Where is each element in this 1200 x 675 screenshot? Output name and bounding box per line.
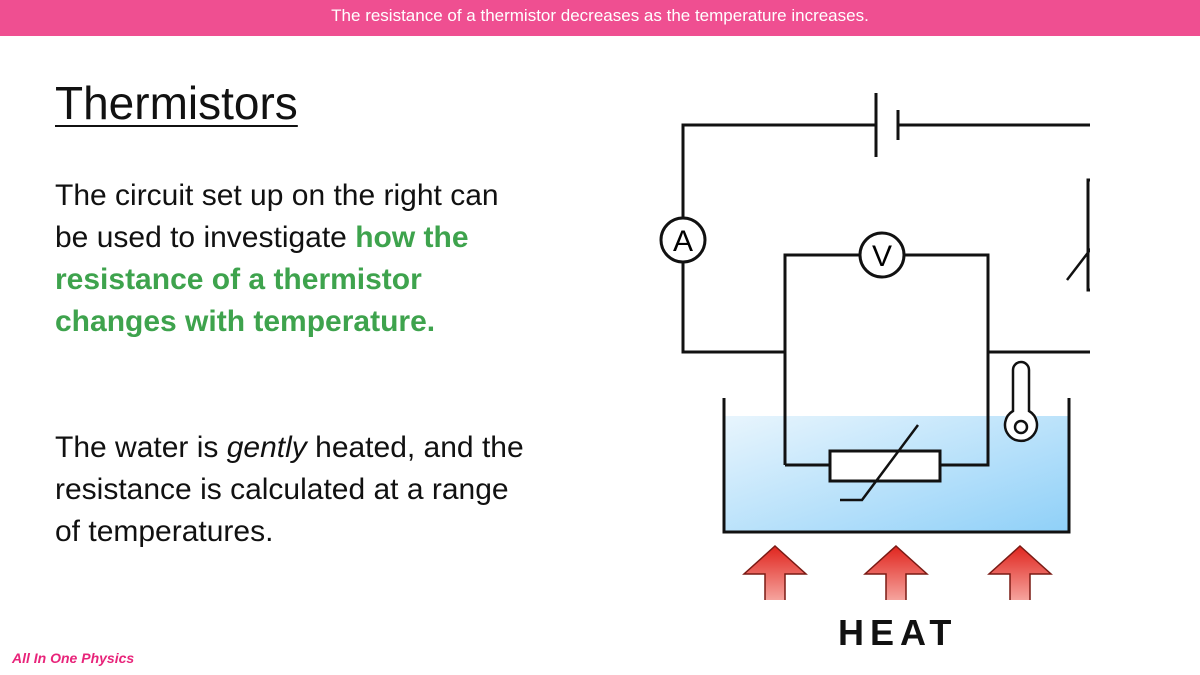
intro-paragraph: The circuit set up on the right can be u…: [55, 175, 525, 343]
heat-arrows: [742, 544, 1053, 600]
heat-arrow-icon: [987, 544, 1053, 600]
method-emphasis: gently: [226, 431, 307, 464]
thermistor-icon: [828, 424, 942, 502]
variable-resistor-icon: [1066, 178, 1090, 292]
voltmeter-icon: V: [858, 231, 906, 279]
method-paragraph: The water is gently heated, and the resi…: [55, 427, 525, 553]
ammeter-label: A: [673, 225, 693, 258]
heat-arrow-icon: [742, 544, 808, 600]
footer-brand: All In One Physics: [12, 650, 135, 666]
method-text-start: The water is: [55, 431, 227, 464]
cell-icon: [874, 93, 900, 157]
intro-highlight: how the resistance of a thermistor chang…: [55, 221, 469, 338]
outer-circuit-wire: [681, 123, 1090, 354]
voltmeter-label: V: [872, 240, 892, 273]
banner-text: The resistance of a thermistor decreases…: [331, 6, 869, 25]
intro-text: The circuit set up on the right can be u…: [55, 179, 499, 254]
method-text-end: heated, and the resistance is calculated…: [55, 431, 524, 548]
top-banner: The resistance of a thermistor decreases…: [0, 0, 1200, 36]
circuit-diagram: A V: [659, 93, 1090, 600]
beaker: [722, 398, 1071, 534]
heat-label: HEAT: [838, 612, 958, 653]
ammeter-icon: A: [659, 216, 707, 264]
slide-title: Thermistors: [55, 77, 298, 129]
thermometer-icon: [1003, 360, 1039, 443]
heat-arrow-icon: [863, 544, 929, 600]
inner-circuit-wire: [783, 253, 990, 467]
